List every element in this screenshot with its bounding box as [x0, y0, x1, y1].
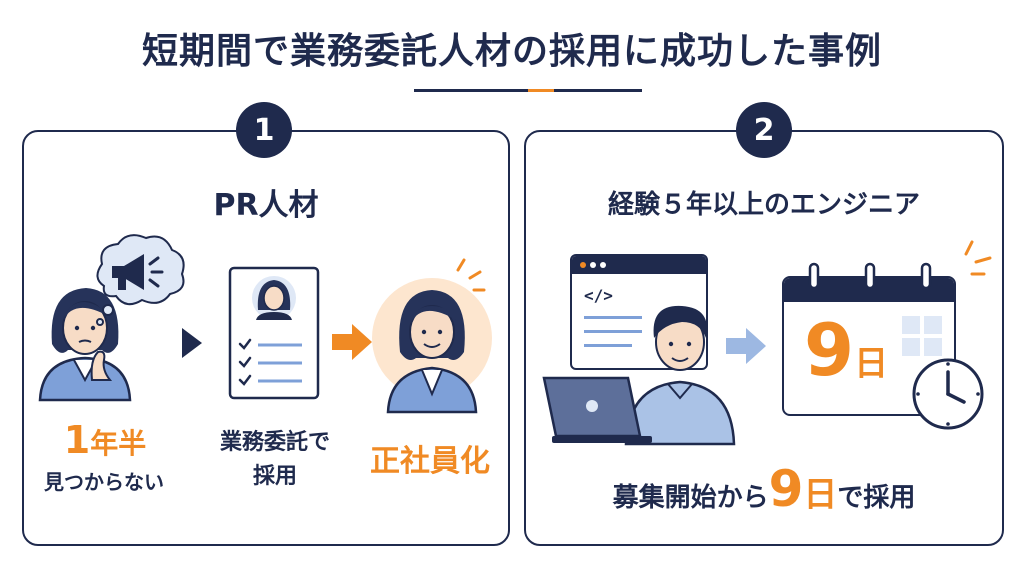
browser-titlebar	[572, 256, 706, 274]
calendar-grid	[902, 316, 942, 356]
case2-result: 募集開始から9日で採用	[526, 460, 1002, 518]
case-title-1: PR人材	[213, 188, 319, 223]
case-title-2: 経験５年以上のエンジニア	[607, 190, 920, 220]
result-number: 9	[768, 460, 804, 518]
result-suffix: で採用	[837, 483, 916, 513]
calendar-day: 9日	[804, 310, 888, 390]
step3-caption: 正社員化	[370, 444, 490, 479]
calendar-day-unit: 日	[854, 344, 889, 384]
engineer-man-icon	[624, 305, 736, 446]
step2-caption-line2: 採用	[252, 464, 297, 489]
page-title: 短期間で業務委託人材の採用に成功した事例	[141, 31, 882, 72]
window-dot-icon	[600, 262, 606, 268]
step1-caption: 見つからない	[44, 470, 164, 494]
step1-duration-number: 1	[63, 418, 91, 462]
step1-duration-unit: 年半	[90, 427, 147, 460]
code-symbol: </>	[584, 286, 613, 305]
title-underline-accent	[528, 89, 554, 92]
case-number-badge-2: 2	[736, 102, 792, 158]
thinking-woman-icon	[38, 288, 132, 402]
employee-woman-icon	[372, 258, 492, 414]
calendar-rings-icon	[808, 262, 932, 290]
megaphone-icon	[112, 254, 164, 290]
result-prefix: 募集開始から	[612, 483, 769, 513]
case-number-badge-1: 1	[236, 102, 292, 158]
arrow-right-icon	[726, 328, 766, 364]
step1-duration: 1年半	[40, 418, 170, 462]
code-line	[584, 344, 632, 347]
step2-caption-line1: 業務委託で	[219, 430, 330, 455]
window-dot-icon	[580, 262, 586, 268]
clock-icon	[912, 358, 984, 430]
window-dot-icon	[590, 262, 596, 268]
resume-icon	[228, 266, 320, 400]
code-line	[584, 330, 642, 333]
sparkle-icon	[964, 240, 992, 276]
laptop-icon	[542, 376, 652, 443]
arrow-right-icon	[182, 328, 202, 358]
calendar-day-number: 9	[804, 308, 855, 392]
arrow-right-icon	[332, 324, 372, 360]
result-unit: 日	[803, 475, 838, 515]
code-line	[584, 316, 642, 319]
